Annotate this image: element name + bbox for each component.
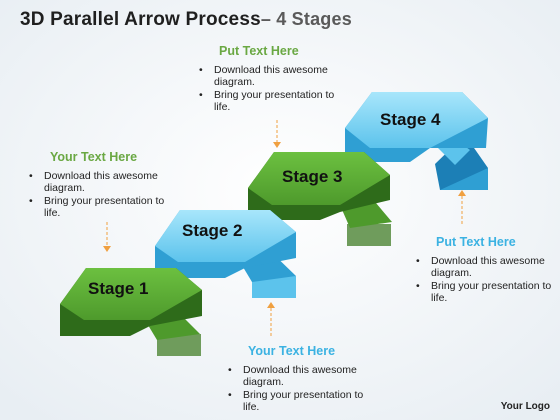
callout-bottom-heading: Your Text Here [248, 344, 336, 358]
stage-2-top [155, 210, 296, 262]
pointer-top [273, 120, 281, 148]
stage-1-top [60, 268, 202, 320]
pointer-left [103, 222, 111, 252]
stage-4-arrow [345, 92, 488, 190]
callout-top-heading: Put Text Here [219, 44, 299, 58]
callout-top-list: Download this awesome diagram. Bring you… [199, 64, 349, 114]
callout-right-bullet-1: Download this awesome diagram. [416, 255, 556, 280]
stage-3-stub [347, 224, 391, 246]
stage-4-top [345, 92, 488, 148]
callout-right-bullet-2: Bring your presentation to life. [416, 280, 556, 305]
pointer-bottom [267, 302, 275, 338]
stage-3-top [248, 152, 390, 205]
title-main: 3D Parallel Arrow Process [20, 9, 261, 30]
callout-bottom-bullet-2: Bring your presentation to life. [228, 389, 373, 414]
callout-left-heading: Your Text Here [50, 150, 138, 164]
callout-right-list: Download this awesome diagram. Bring you… [416, 255, 556, 305]
stage-4-label: Stage 4 [380, 110, 441, 129]
stage-1-arrow [60, 268, 202, 356]
stage-1-label: Stage 1 [88, 279, 148, 298]
stage-4-stub-face [435, 135, 488, 190]
stage-2-stub [252, 276, 296, 298]
callout-left-bullet-1: Download this awesome diagram. [29, 170, 174, 195]
callout-bottom-bullet-1: Download this awesome diagram. [228, 364, 373, 389]
stage-3-arrow [248, 152, 392, 246]
callout-left-list: Download this awesome diagram. Bring you… [29, 170, 174, 220]
callout-bottom-list: Download this awesome diagram. Bring you… [228, 364, 373, 414]
page-title: 3D Parallel Arrow Process– 4 Stages [20, 9, 352, 31]
callout-left-bullet-2: Bring your presentation to life. [29, 195, 174, 220]
callout-top-bullet-1: Download this awesome diagram. [199, 64, 349, 89]
stage-2-arrow [155, 210, 296, 298]
logo-text: Your Logo [500, 401, 550, 412]
stage-3-label: Stage 3 [282, 167, 342, 186]
stage-1-stub [157, 334, 201, 356]
callout-top-bullet-2: Bring your presentation to life. [199, 89, 349, 114]
stage-2-label: Stage 2 [182, 221, 242, 240]
title-subtitle: – 4 Stages [260, 9, 352, 29]
callout-right-heading: Put Text Here [436, 235, 516, 249]
pointer-right [458, 190, 466, 226]
